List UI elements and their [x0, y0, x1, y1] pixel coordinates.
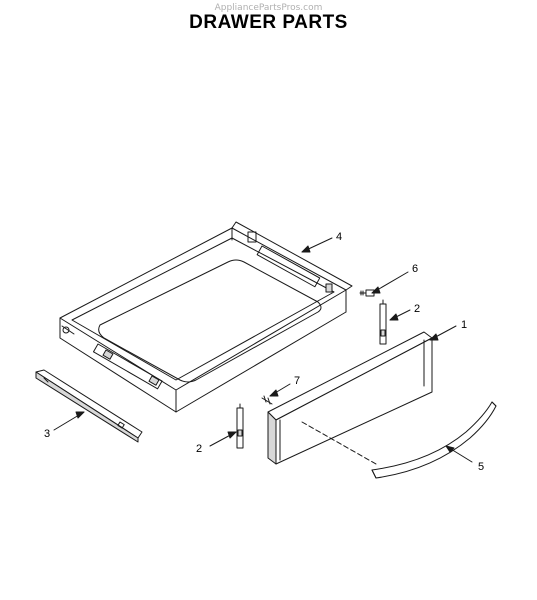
drawer-body-part — [59, 221, 353, 413]
callout-1: 1 — [461, 319, 467, 331]
callout-2-right: 2 — [414, 303, 420, 315]
page-title: DRAWER PARTS — [189, 12, 348, 33]
callout-2-left: 2 — [196, 443, 202, 455]
callout-3: 3 — [44, 428, 50, 440]
callout-7: 7 — [294, 375, 300, 387]
trim-strip-part — [371, 401, 497, 479]
slide-bracket-right-part — [379, 299, 387, 345]
callout-5: 5 — [478, 461, 484, 473]
screw-lower-part — [261, 395, 273, 405]
slide-bracket-left-part — [236, 403, 244, 449]
callout-4: 4 — [336, 231, 342, 243]
rail-part — [35, 369, 143, 443]
watermark: AppliancePartsPros.com — [214, 3, 323, 13]
callout-6: 6 — [412, 263, 418, 275]
drawer-front-part — [267, 331, 433, 465]
